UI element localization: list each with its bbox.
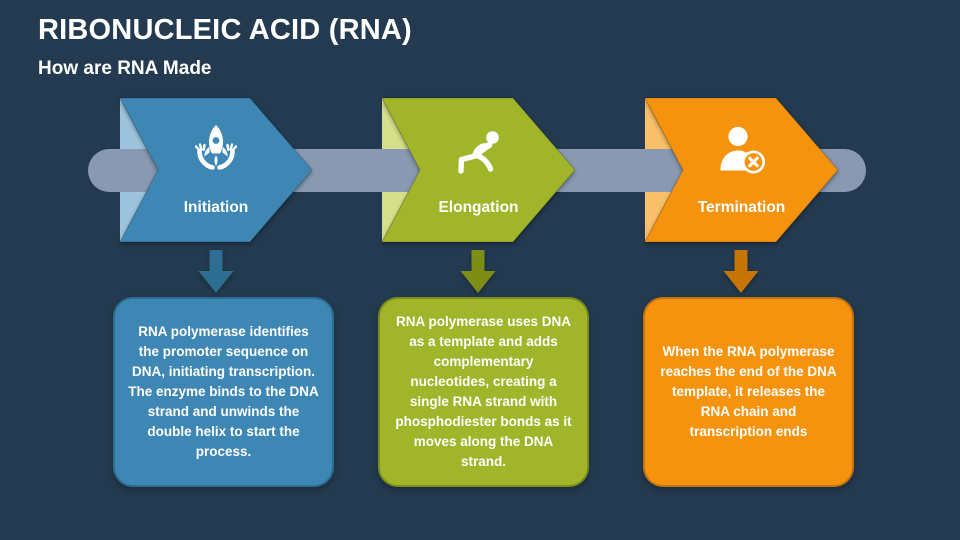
person-remove-icon [720,126,765,174]
description-box-elongation: RNA polymerase uses DNA as a template an… [378,297,589,487]
description-text-elongation: RNA polymerase uses DNA as a template an… [395,314,572,469]
step-label-termination: Termination [697,199,786,216]
step-label-initiation: Initiation [183,199,249,216]
description-text-initiation: RNA polymerase identifies the promoter s… [128,324,319,459]
down-arrow-termination [723,250,759,293]
description-box-initiation: RNA polymerase identifies the promoter s… [113,297,334,487]
rocket-window [212,137,220,144]
chevron-initiation [119,97,313,243]
rocket-launch-in-hands-icon [194,125,238,170]
step-label-elongation: Elongation [438,199,519,216]
person-stretching-icon [458,131,499,174]
down-arrow-elongation [460,250,496,293]
slide-title: RIBONUCLEIC ACID (RNA) [38,14,412,46]
down-arrow-initiation [198,250,234,293]
chevron-elongation [381,97,576,243]
description-text-termination: When the RNA polymerase reaches the end … [660,344,837,439]
connector-arrows [198,250,759,293]
description-box-termination: When the RNA polymerase reaches the end … [643,297,854,487]
slide-subtitle: How are RNA Made [38,58,212,79]
